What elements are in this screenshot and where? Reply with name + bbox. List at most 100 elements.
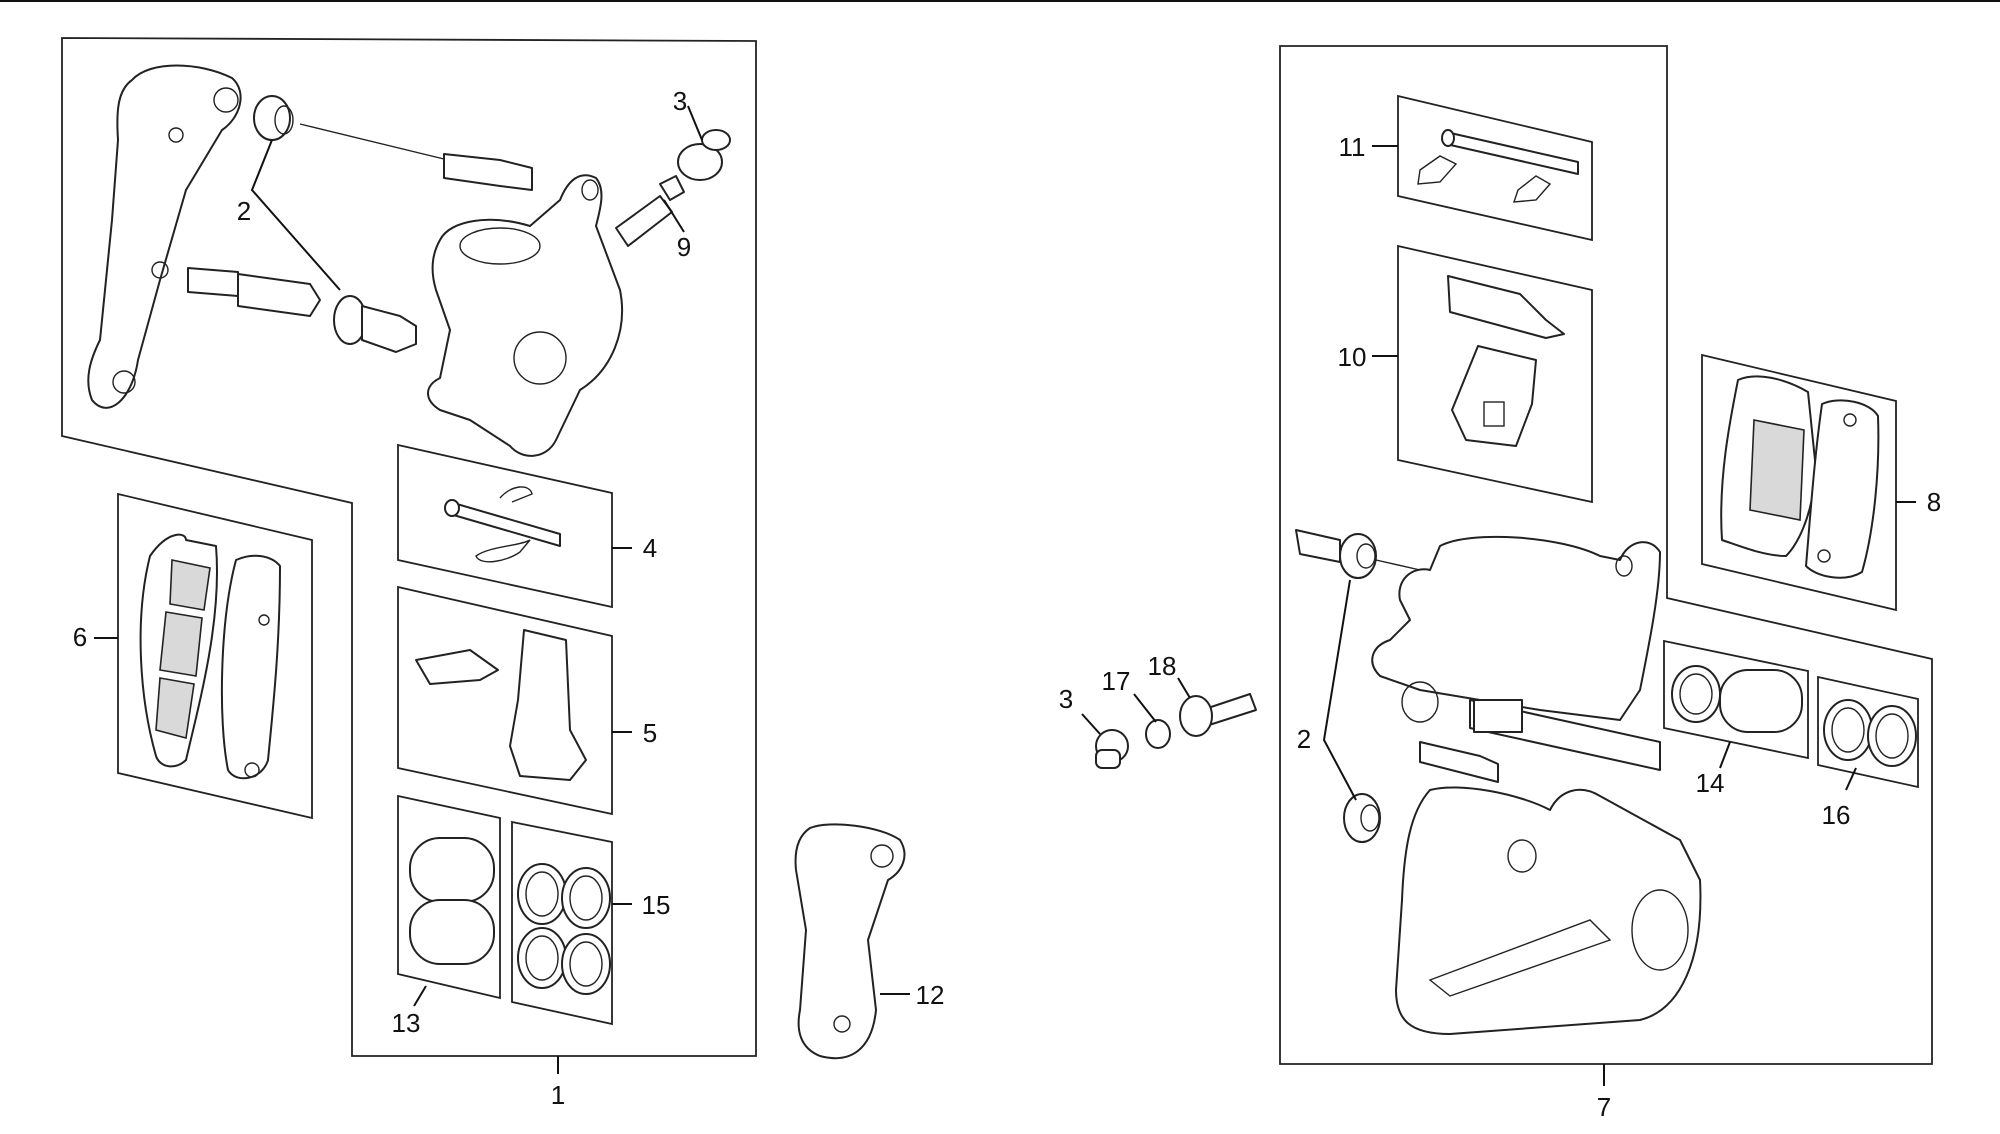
leader-2a <box>250 139 341 291</box>
rear-caliper-body <box>1371 535 1661 721</box>
bleed-cap-top <box>701 129 731 151</box>
pad-pin <box>449 501 561 547</box>
callout-15: 15 <box>642 890 671 920</box>
friction-material <box>155 677 195 740</box>
caliper-bore-icon <box>513 331 567 385</box>
pad-hole-icon <box>1843 413 1857 427</box>
rubber-boot-ring <box>1360 804 1380 832</box>
callout-3-rear: 3 <box>1059 684 1073 714</box>
bracket-hole-icon <box>112 370 136 394</box>
rubber-boot-rear <box>1339 533 1377 579</box>
kit-11-frame <box>1397 94 1593 242</box>
leader-3b <box>1081 713 1101 735</box>
pad-retainer-plate <box>509 629 587 781</box>
pad-pin-head <box>1441 129 1455 147</box>
kit-5-frame <box>397 585 613 816</box>
callout-8: 8 <box>1927 487 1941 517</box>
pin-thread <box>1473 699 1523 733</box>
callout-9: 9 <box>677 232 691 262</box>
bolt-threaded <box>187 267 239 297</box>
callout-12: 12 <box>916 980 945 1010</box>
seal-ring-inner <box>1875 713 1909 759</box>
retainer-slot <box>1483 401 1505 427</box>
piston-lower <box>409 899 495 965</box>
bleed-cap-base <box>1095 749 1121 769</box>
leader-18 <box>1177 677 1191 699</box>
kit-8-frame <box>1701 353 1897 612</box>
seal-ring-inner <box>525 935 559 981</box>
callout-2-front: 2 <box>237 196 251 226</box>
seal-ring-inner <box>1831 707 1865 753</box>
r-clip-upper <box>499 486 533 503</box>
seal-ring-inner <box>569 941 603 987</box>
callout-6: 6 <box>73 622 87 652</box>
kit-16-frame <box>1817 675 1919 789</box>
axis-line <box>299 123 449 161</box>
short-bolt-rear <box>1419 741 1499 783</box>
leader-13 <box>413 985 427 1007</box>
rubber-boot-rear-lower <box>1343 793 1381 843</box>
friction-material <box>159 611 203 677</box>
seal-ring <box>561 867 611 929</box>
friction-material <box>1749 419 1805 521</box>
pad-hole-icon <box>258 614 270 626</box>
bracket-hole-icon <box>1507 839 1537 873</box>
pad-hole-icon <box>244 762 260 778</box>
rubber-boot-ring <box>1356 543 1376 569</box>
callout-labels: 1 2 3 4 5 6 7 8 9 10 11 12 13 14 15 16 1… <box>73 86 1941 1122</box>
callout-11: 11 <box>1339 132 1366 162</box>
rear-caliper-bracket <box>1395 786 1702 1035</box>
bracket-hole-icon <box>168 127 184 143</box>
callout-16: 16 <box>1822 800 1851 830</box>
front-pads-group <box>117 492 313 820</box>
leader-14 <box>1719 741 1731 769</box>
kit-7-frame <box>1279 45 1933 1065</box>
kit-13-frame <box>397 794 501 1000</box>
bracket-bore-icon <box>1631 889 1689 971</box>
seal-ring <box>561 933 611 995</box>
bleed-cap-3 <box>677 143 723 181</box>
front-caliper-group <box>61 37 757 1057</box>
kit-10-frame <box>1397 244 1593 504</box>
callout-14: 14 <box>1696 768 1725 798</box>
leader-17 <box>1133 693 1157 723</box>
callout-17: 17 <box>1102 666 1131 696</box>
bracket-hole-icon <box>833 1015 851 1033</box>
bleed-valve-tip <box>659 175 685 201</box>
retainer-plate-rear <box>1451 345 1537 447</box>
bolt-shank <box>237 273 321 317</box>
leader-2b <box>1322 579 1357 801</box>
slide-pin-lower <box>361 305 417 353</box>
washer-17 <box>1145 719 1171 749</box>
r-clip-rear <box>1417 155 1458 185</box>
r-clip-rear <box>1512 175 1552 203</box>
friction-material <box>169 559 211 611</box>
pad-spring-clip <box>415 649 499 685</box>
seal-ring <box>517 863 567 925</box>
pad-pin-head <box>444 499 460 517</box>
slide-pin-upper <box>443 153 533 191</box>
seal-ring <box>1823 699 1873 761</box>
kit-15-frame <box>511 820 613 1026</box>
bracket-hole-icon <box>213 87 239 113</box>
caliper-bore-icon <box>1401 681 1439 723</box>
piston-upper <box>409 837 495 903</box>
slide-pin-rear-upper <box>1295 529 1341 563</box>
piston-rear <box>1719 669 1803 733</box>
caliper-bracket-arm <box>87 64 242 409</box>
seal-ring-inner <box>525 871 559 917</box>
brake-pad-rear-back <box>1805 399 1880 579</box>
callout-7: 7 <box>1597 1092 1611 1122</box>
spring-plate-rear <box>1447 275 1565 339</box>
caliper-body <box>427 174 624 457</box>
seal-ring <box>517 927 567 989</box>
callout-10: 10 <box>1338 342 1367 372</box>
leader-9 <box>663 199 685 233</box>
kit-4-frame <box>397 443 613 609</box>
pad-pin-rear <box>1445 131 1579 175</box>
bleed-nut-rear <box>1179 695 1213 737</box>
kit-14-frame <box>1663 639 1809 760</box>
bracket-hole-icon <box>151 261 169 279</box>
